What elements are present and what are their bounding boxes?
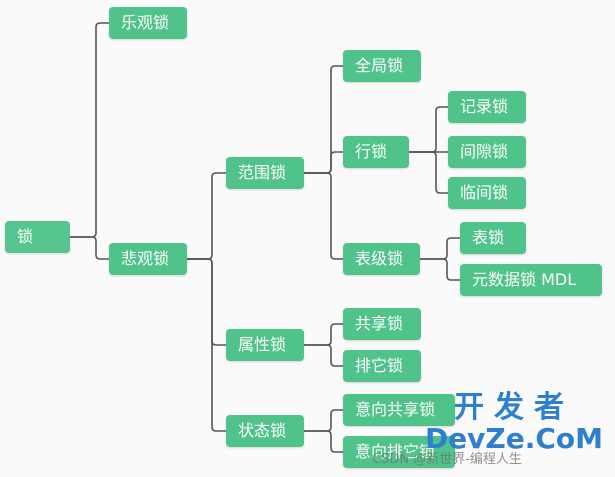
link-row-next-key <box>409 151 448 194</box>
node-global-lock[interactable]: 全局锁 <box>343 50 421 82</box>
node-record-lock[interactable]: 记录锁 <box>448 91 526 123</box>
node-next-key-lock[interactable]: 临间锁 <box>448 177 526 209</box>
watermark-logo-top: 开发者 <box>453 390 574 425</box>
node-table-level-lock[interactable]: 表级锁 <box>343 243 420 275</box>
link-root-pessimistic <box>70 236 109 260</box>
node-intent-exclusive-lock[interactable]: 意向排它锁 <box>343 436 455 468</box>
link-scope-row <box>304 151 343 174</box>
csdn-watermark: CSDN @新世界-编程人生 <box>372 452 522 467</box>
link-state-intent-shared <box>304 409 343 432</box>
link-attribute-exclusive <box>304 344 343 367</box>
node-gap-lock[interactable]: 间隙锁 <box>448 136 526 168</box>
node-state-lock[interactable]: 状态锁 <box>226 415 304 447</box>
node-metadata-lock[interactable]: 元数据锁 MDL <box>460 264 602 296</box>
link-table-level-table <box>420 237 460 260</box>
node-pessimistic-lock[interactable]: 悲观锁 <box>109 243 187 275</box>
node-row-lock[interactable]: 行锁 <box>343 136 409 168</box>
node-scope-lock[interactable]: 范围锁 <box>226 157 304 189</box>
link-pessimistic-scope <box>187 172 226 260</box>
node-shared-lock[interactable]: 共享锁 <box>343 308 421 340</box>
link-row-record <box>409 106 448 153</box>
link-state-intent-exclusive <box>304 430 343 453</box>
node-attribute-lock[interactable]: 属性锁 <box>226 329 304 361</box>
link-scope-global <box>304 65 343 174</box>
node-root[interactable]: 锁 <box>5 221 70 253</box>
link-scope-table-level <box>304 172 343 260</box>
node-exclusive-lock[interactable]: 排它锁 <box>343 350 421 382</box>
watermark-logo-bottom: DevZe.CoM <box>424 422 603 455</box>
node-table-lock[interactable]: 表锁 <box>460 222 526 254</box>
node-intent-shared-lock[interactable]: 意向共享锁 <box>343 394 455 426</box>
link-pessimistic-attribute <box>187 258 226 346</box>
node-optimistic-lock[interactable]: 乐观锁 <box>109 7 187 39</box>
devze-watermark: 开发者 DevZe.CoM <box>425 393 603 453</box>
link-pessimistic-state <box>187 258 226 432</box>
link-attribute-shared <box>304 323 343 346</box>
link-root-optimistic <box>70 22 109 238</box>
link-table-level-metadata <box>420 258 460 281</box>
